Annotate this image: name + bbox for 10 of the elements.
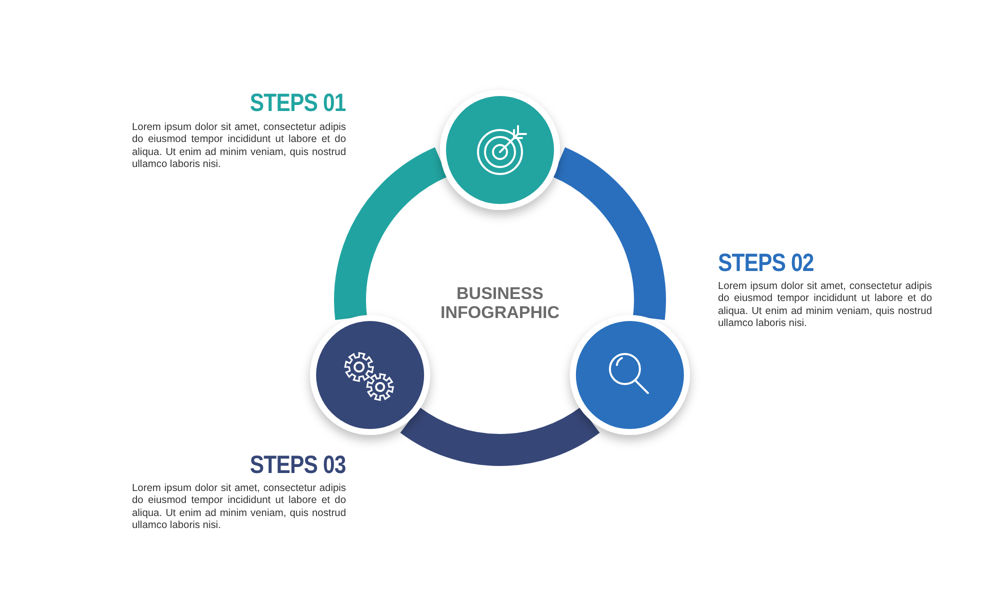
step-description: Lorem ipsum dolor sit amet, consectetur adipis do eiusmod tempor incididunt ut labore et do aliqua. Ut enim ad minim veniam, quis nostrud ullamco laboris nisi. xyxy=(132,483,346,532)
ring-segment xyxy=(552,148,666,319)
ring-segment xyxy=(401,406,599,466)
step-description: Lorem ipsum dolor sit amet, consectetur adipis do eiusmod tempor incididunt ut labore et do aliqua. Ut enim ad minim veniam, quis nostrud ullamco laboris nisi. xyxy=(718,281,932,330)
step-description: Lorem ipsum dolor sit amet, consectetur adipis do eiusmod tempor incididunt ut labore et do aliqua. Ut enim ad minim veniam, quis nostrud ullamco laboris nisi. xyxy=(132,122,346,172)
step-heading: STEPS 01 xyxy=(250,88,346,118)
step-heading: STEPS 02 xyxy=(718,248,814,278)
step-heading: STEPS 03 xyxy=(250,450,346,480)
ring-segment xyxy=(334,148,448,319)
center-title: BUSINESS INFOGRAPHIC xyxy=(440,284,560,322)
